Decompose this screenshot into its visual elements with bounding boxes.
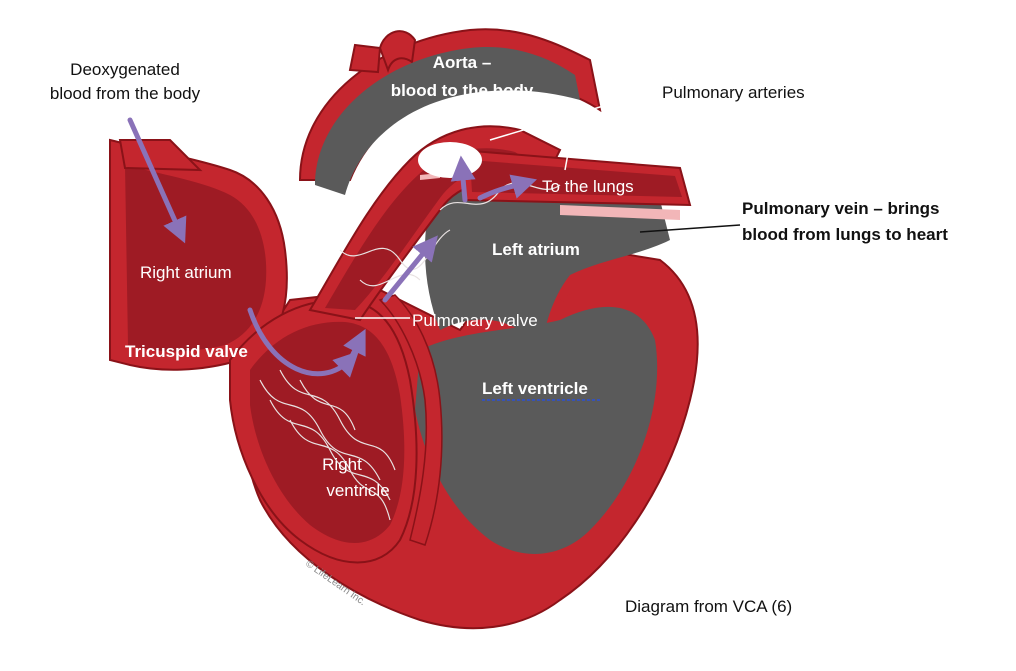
label-pulmonary-valve: Pulmonary valve: [412, 311, 538, 330]
aorta-branch-left: [348, 43, 382, 74]
label-pulmonary-arteries: Pulmonary arteries: [662, 83, 805, 102]
label-pulmonary-vein-line1: Pulmonary vein – brings: [742, 199, 939, 218]
flow-arrow-icon: [450, 155, 476, 203]
leader-pulmonary-arteries-1: [489, 94, 641, 141]
mitral-valve: [560, 288, 605, 305]
label-deoxygenated-line1: Deoxygenated: [70, 60, 180, 79]
label-tricuspid-valve: Tricuspid valve: [125, 342, 248, 361]
label-left-ventricle: Left ventricle: [482, 379, 588, 398]
label-pulmonary-vein-line2: blood from lungs to heart: [742, 225, 948, 244]
label-to-the-lungs: To the lungs: [542, 177, 634, 196]
label-left-atrium: Left atrium: [492, 240, 580, 259]
aorta-branch-right: [378, 30, 417, 74]
leader-pulmonary-arteries-2: [564, 114, 576, 171]
flow-arrow-icon: [477, 174, 537, 201]
label-right-ventricle-line1: Right: [322, 455, 362, 474]
pulmonary-vein-lining: [560, 205, 680, 220]
label-deoxygenated-line2: blood from the body: [50, 84, 201, 103]
blood-flow-arrows: [127, 117, 537, 378]
leader-pulmonary-vein: [639, 224, 741, 233]
label-right-ventricle-line2: ventricle: [326, 481, 389, 500]
flow-arrow-icon: [247, 307, 359, 378]
pulmonary-trunk-lumen: [325, 148, 540, 310]
right-atrium-inner: [125, 165, 267, 352]
chordae-fibers: [259, 182, 561, 521]
vena-cava: [118, 139, 203, 172]
flow-arrow-icon: [343, 328, 366, 363]
leader-lines: [355, 94, 641, 319]
flow-arrow-icon: [127, 117, 187, 244]
flow-arrow-icon: [382, 235, 438, 303]
label-aorta-line1: Aorta –: [433, 53, 492, 72]
pulmonary-valve-opening: [418, 142, 482, 178]
label-right-atrium: Right atrium: [140, 263, 232, 282]
label-aorta-line2: blood to the body: [391, 81, 534, 100]
credit-text: Diagram from VCA (6): [625, 597, 792, 616]
aorta-lumen: [315, 47, 580, 196]
left-ventricle-chamber: [415, 306, 658, 554]
septum: [378, 294, 443, 546]
